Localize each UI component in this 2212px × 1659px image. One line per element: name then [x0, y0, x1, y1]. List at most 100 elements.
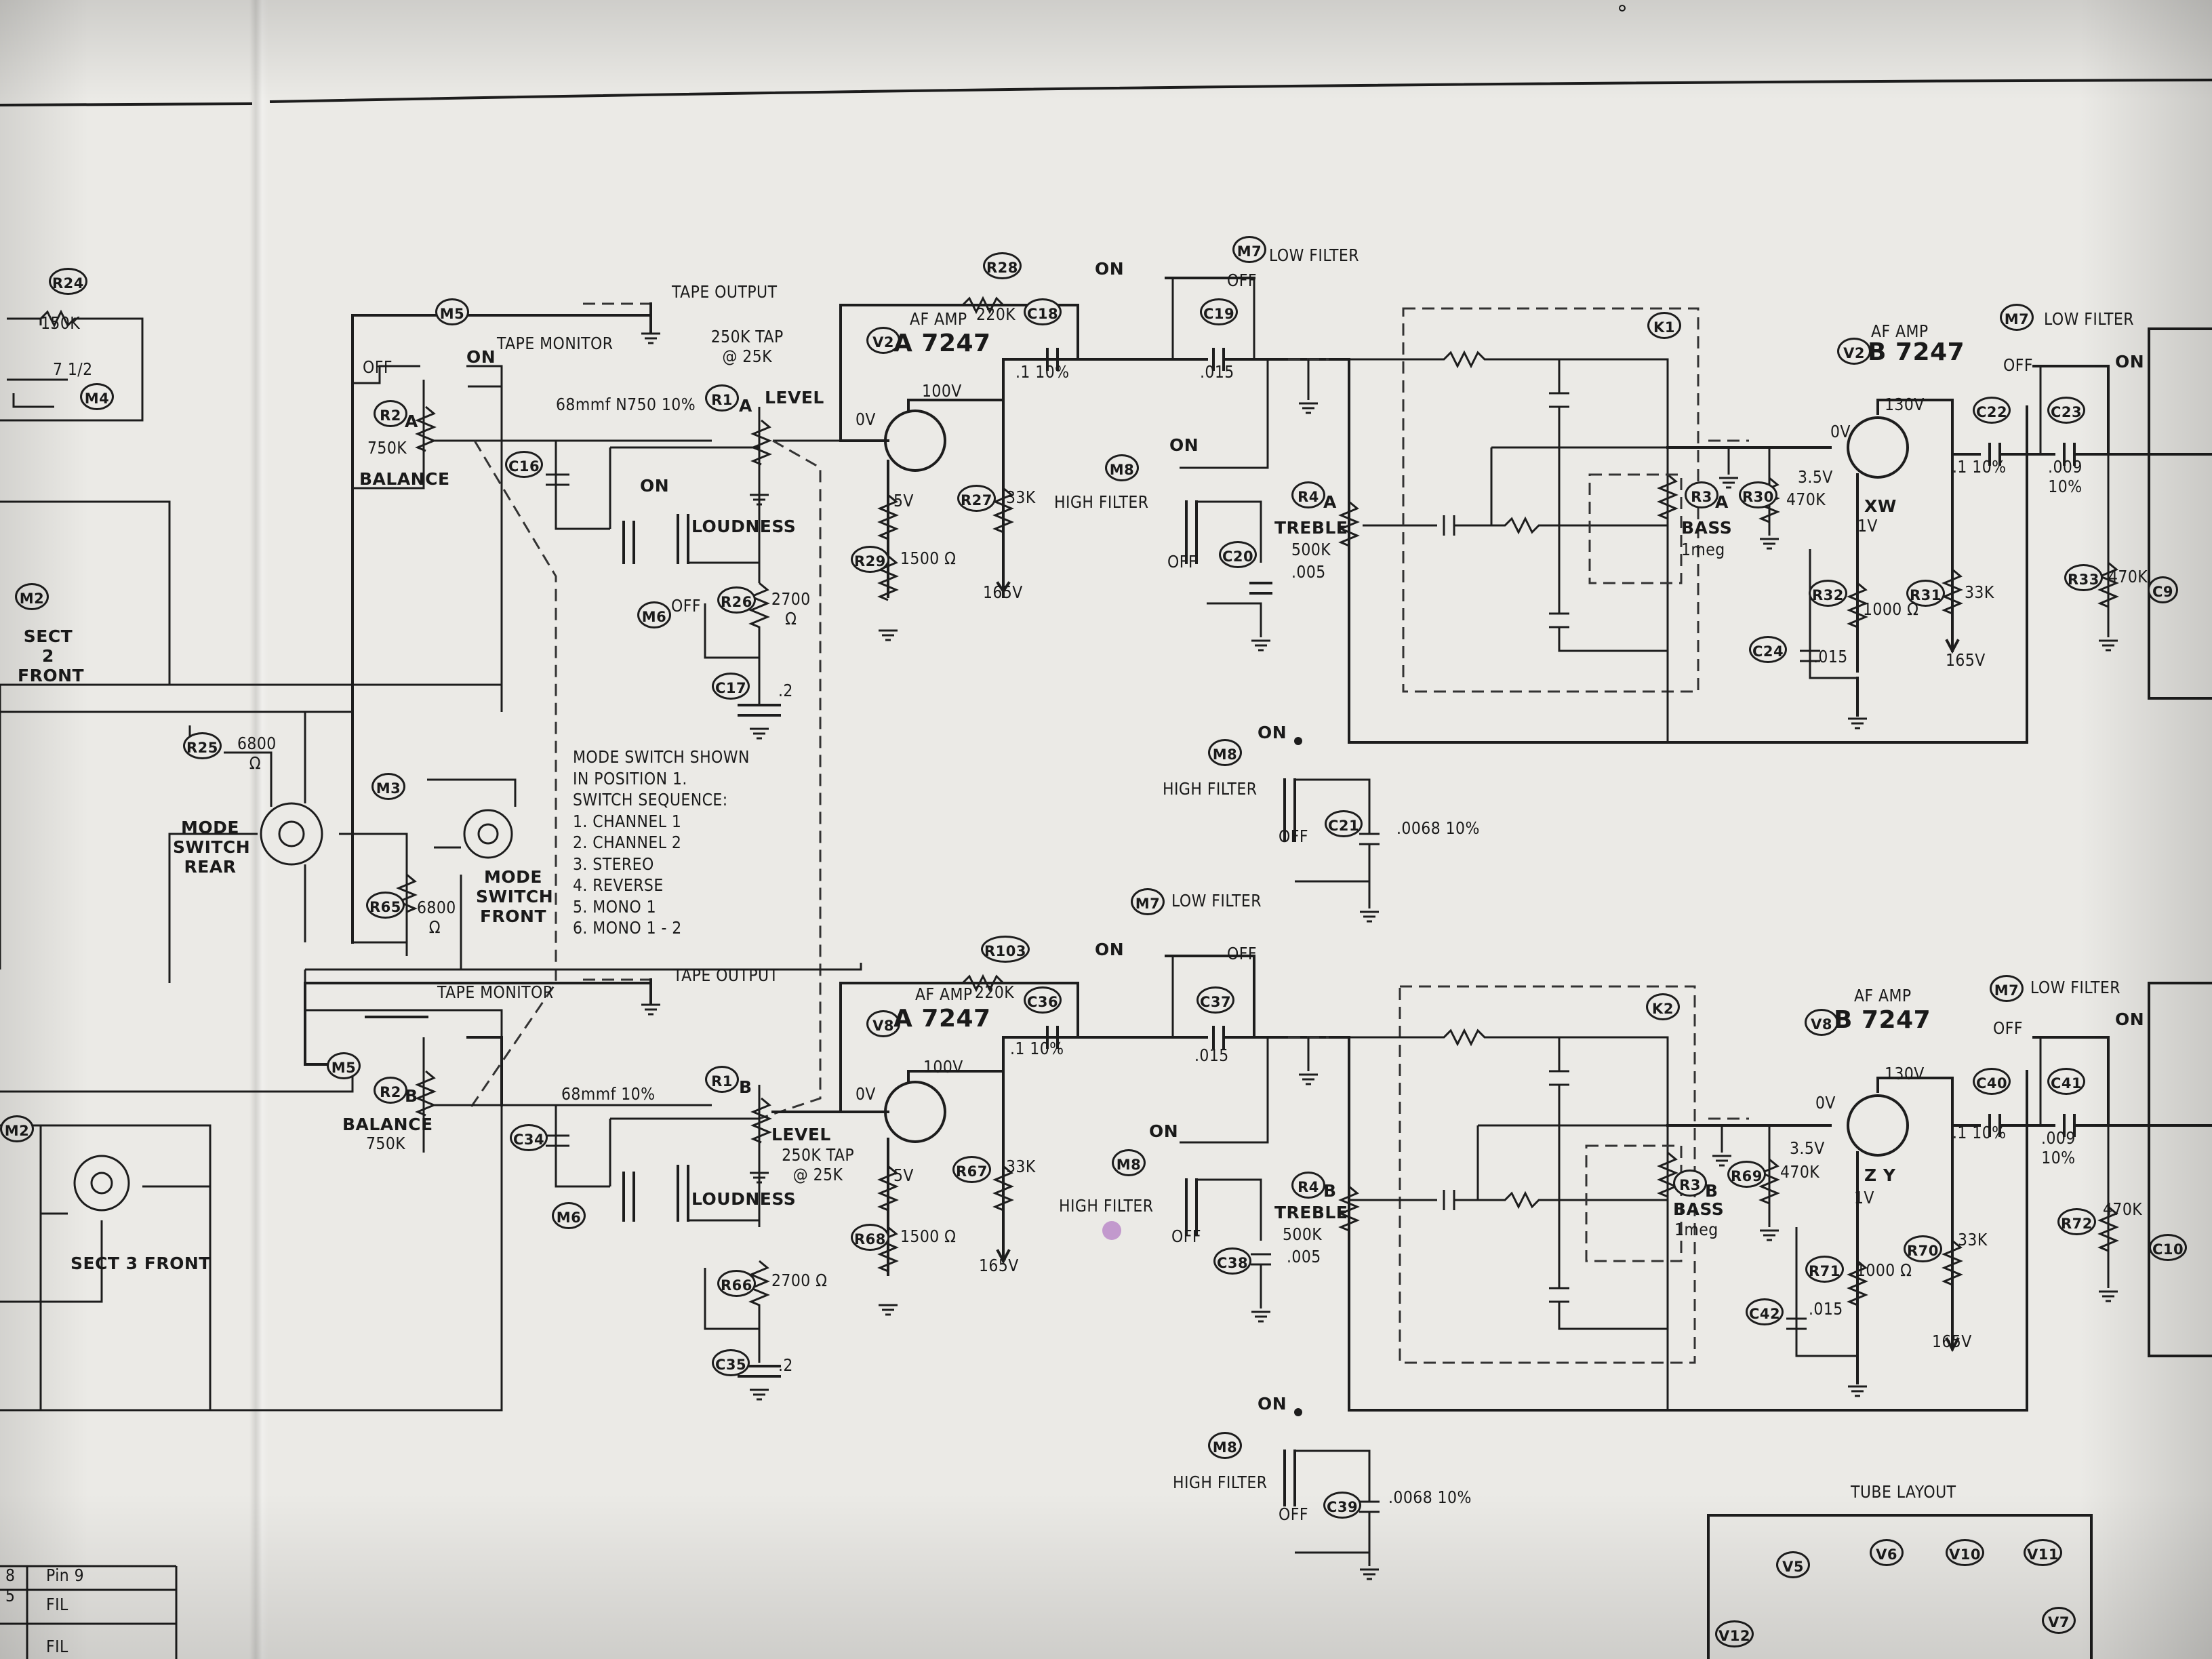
label-top-section-v-165: 165V: [1946, 650, 1986, 670]
label-top-section-r29-value: 1500 Ω: [900, 548, 957, 568]
label-tube-layout-tubes-1: V6: [1870, 1539, 1904, 1566]
label-top-section-c19-value: .015: [1200, 362, 1234, 382]
label-top-section-on: ON: [640, 476, 670, 496]
label-top-section-r4a-suffix: A: [1323, 492, 1337, 512]
label-top-section-c23: C23: [2047, 397, 2086, 424]
label-top-section-v-130: 130V: [1885, 1064, 1925, 1083]
label-top-section-c18-value: .1 10%: [1015, 362, 1070, 382]
label-top-section-r30-value: 470K: [1786, 489, 1826, 509]
label-bottom-section-balance: BALANCE: [342, 1115, 433, 1134]
label-top-section-r24-value: 150K: [41, 313, 81, 333]
top-channel-wiring: [0, 277, 2212, 1120]
label-bottom-section-af-amp: AF AMP: [915, 984, 973, 1004]
label-bottom-section-af-amp: AF AMP: [1854, 986, 1912, 1005]
label-top-section-r30: R30: [1739, 481, 1777, 508]
label-bottom-section-m5: M5: [327, 1052, 361, 1079]
label-top-section-on: ON: [2115, 1010, 2145, 1029]
label-top-section-r28-value: 220K: [976, 304, 1016, 324]
label-bottom-section-r70-value: 33K: [1958, 1230, 1988, 1250]
label-top-section-on: ON: [1095, 259, 1125, 279]
label-top-section-r1a-suffix: A: [739, 396, 752, 416]
label-top-section-balance: BALANCE: [359, 469, 450, 489]
label-top-section-r32: R32: [1809, 580, 1847, 607]
label-bottom-section-r3b-value: 1meg: [1674, 1220, 1718, 1239]
label-bottom-section-c34: C34: [510, 1124, 548, 1151]
label-bottom-section-c42-value: .015: [1809, 1299, 1843, 1319]
label-top-section-c16: C16: [505, 451, 544, 478]
label-top-section-r4a-value: 500K: [1291, 540, 1331, 559]
label-bottom-section-r71: R71: [1805, 1256, 1844, 1283]
label-top-section-v-165: 165V: [1932, 1332, 1972, 1351]
label-bottom-section-v8b: V8: [1805, 1009, 1838, 1036]
label-top-section-v-100: 100V: [923, 1057, 963, 1077]
label-top-section-r2a-value: 750K: [367, 438, 407, 458]
label-bottom-section-r68: R68: [851, 1224, 889, 1251]
label-bottom-section-c39: C39: [1323, 1492, 1362, 1519]
label-top-section-m4-value: 7 1/2: [53, 359, 93, 379]
label-top-section-on: ON: [1258, 723, 1287, 742]
label-bottom-section-tape-output: TAPE OUTPUT: [673, 965, 779, 985]
label-pin-table-rows-0-0: 5: [5, 1586, 16, 1605]
label-bottom-section-r4b-cap: .005: [1287, 1247, 1321, 1266]
label-top-section-off: OFF: [1279, 1504, 1308, 1524]
label-bottom-section-zy: Z Y: [1864, 1165, 1896, 1185]
label-middle-section-r65-value: 6800 Ω: [417, 898, 456, 937]
label-top-section-r33-value: 470K: [2108, 567, 2148, 586]
label-top-section-off: OFF: [1167, 552, 1197, 572]
label-bottom-section-r72-value: 470K: [2103, 1199, 2143, 1219]
label-top-section-treble: TREBLE: [1274, 518, 1348, 538]
label-top-section-r26: R26: [717, 586, 756, 614]
label-bottom-section-m7: M7: [1990, 975, 2024, 1002]
label-top-section-v-100: 100V: [922, 381, 962, 401]
mode-switch-note-line: IN POSITION 1.: [573, 768, 687, 788]
label-bottom-section-r3b: R3: [1673, 1170, 1707, 1197]
label-bottom-section-c40-value: .1 10%: [1952, 1123, 2007, 1142]
label-top-section-on: ON: [1095, 940, 1125, 959]
tube-layout-box: [1707, 1514, 2093, 1659]
label-bottom-section-r103: R103: [981, 936, 1030, 963]
label-top-section-low-filter: LOW FILTER: [1269, 245, 1359, 265]
label-bottom-section-c35-value: .2: [778, 1355, 793, 1375]
ink-dot: [1619, 5, 1626, 12]
label-bottom-section-m8: M8: [1112, 1149, 1146, 1176]
label-top-section-v-1: 1V: [1854, 1188, 1874, 1207]
label-top-section-off: OFF: [1227, 271, 1257, 290]
label-bottom-section-tape-monitor: TAPE MONITOR: [437, 982, 554, 1002]
label-bottom-section-c40: C40: [1973, 1068, 2011, 1095]
label-tube-layout-tubes-4: V7: [2042, 1607, 2076, 1634]
label-bottom-section-m6: M6: [552, 1202, 586, 1229]
label-top-section-r27-value: 33K: [1006, 487, 1036, 507]
label-top-section-m5: M5: [435, 298, 469, 325]
label-middle-section-r25: R25: [183, 732, 222, 759]
label-top-section-r26-value: 2700 Ω: [771, 589, 811, 628]
label-bottom-section-r67: R67: [952, 1156, 991, 1183]
label-top-section-r3a-value: 1meg: [1681, 540, 1725, 559]
label-bottom-section-r2b-suffix: B: [405, 1086, 418, 1106]
label-bottom-section-low-filter: LOW FILTER: [2030, 978, 2120, 997]
label-middle-section-mode-switch-front: MODE SWITCH FRONT: [476, 867, 554, 926]
label-top-section-high-filter: HIGH FILTER: [1054, 492, 1149, 512]
label-top-section-r24: R24: [49, 268, 87, 295]
label-pin-table-headers-0: 8: [5, 1565, 16, 1585]
label-top-section-v-1: 1V: [1857, 516, 1878, 536]
label-top-section-r4a-cap: .005: [1291, 562, 1326, 582]
label-bottom-section-high-filter: HIGH FILTER: [1059, 1196, 1154, 1216]
label-top-section-m6: M6: [637, 601, 671, 628]
label-bottom-section-c37: C37: [1197, 986, 1235, 1014]
label-bottom-section-r4b-suffix: B: [1323, 1181, 1337, 1201]
label-top-section-r3a: R3: [1685, 481, 1718, 508]
label-pin-table-rows-0-1: FIL: [46, 1595, 68, 1614]
label-bottom-section-r1b-suffix: B: [739, 1077, 752, 1097]
label-bottom-section-low-filter: LOW FILTER: [1171, 891, 1262, 911]
pin-table: [0, 1565, 178, 1659]
label-top-section-v-0: 0V: [856, 1084, 876, 1104]
label-top-section-v-130: 130V: [1885, 395, 1925, 414]
mode-switch-note-line: 1. CHANNEL 1: [573, 811, 682, 831]
label-top-section-r31: R31: [1906, 580, 1945, 607]
label-bottom-section-r69-value: 470K: [1780, 1162, 1820, 1182]
label-top-section-on: ON: [1149, 1121, 1179, 1141]
label-bottom-section-loudness: LOUDNESS: [691, 1189, 797, 1209]
label-bottom-section-level-tap: 250K TAP @ 25K: [782, 1145, 855, 1184]
label-top-section-v-5: 5V: [893, 1165, 914, 1185]
